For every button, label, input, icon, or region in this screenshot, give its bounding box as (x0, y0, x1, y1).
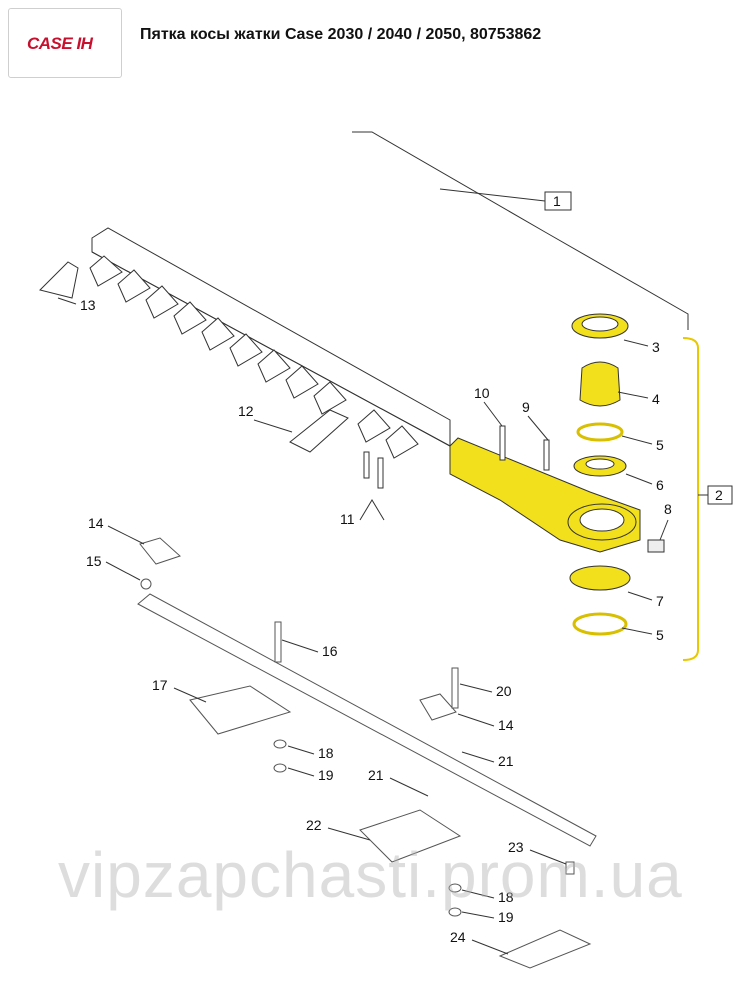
callout-label: 14 (88, 515, 104, 531)
bolts-11 (363, 451, 384, 489)
callout-box-1 (544, 191, 572, 211)
bearing-stack (569, 313, 631, 636)
knife-head-arm (449, 437, 641, 553)
callout-label: 18 (498, 889, 514, 905)
callout-label: 1 (553, 193, 561, 209)
callout-label: 15 (86, 553, 102, 569)
callout-label: 5 (656, 437, 664, 453)
callout-leaders (57, 297, 669, 955)
callout-label: 18 (318, 745, 334, 761)
callout-label: 19 (498, 909, 514, 925)
callout-label: 11 (340, 511, 355, 527)
brand-logo: CASE IH (8, 8, 122, 78)
callout-label: 9 (522, 399, 530, 415)
assembly-leader-line (352, 131, 689, 330)
callout-label: 10 (474, 385, 490, 401)
callout-label: 22 (306, 817, 322, 833)
callout-label: 4 (652, 391, 660, 407)
callout-label: 12 (238, 403, 254, 419)
callout-label: 2 (715, 487, 723, 503)
bolts-9-10 (499, 425, 550, 471)
callout-label: 6 (656, 477, 664, 493)
callout-label: 8 (664, 501, 672, 517)
knife-bar (39, 227, 451, 459)
page-title: Пятка косы жатки Case 2030 / 2040 / 2050… (140, 26, 542, 43)
callout-label: 19 (318, 767, 334, 783)
assembly-bracket (682, 337, 699, 661)
callout-leader (359, 499, 385, 521)
callout-label: 17 (152, 677, 168, 693)
callout-label: 14 (498, 717, 514, 733)
callout-label: 24 (450, 929, 466, 945)
callout-label: 13 (80, 297, 96, 313)
callout-label: 23 (508, 839, 524, 855)
brand-logo-text: CASE IH (27, 34, 93, 53)
callout-label: 21 (368, 767, 384, 783)
lower-knife-assembly (137, 537, 597, 969)
callout-label: 5 (656, 627, 664, 643)
watermark: vipzapchasti.prom.ua (58, 839, 683, 911)
callout-label: 7 (656, 593, 664, 609)
callout-label: 21 (498, 753, 514, 769)
callout-label: 16 (322, 643, 338, 659)
callout-label: 20 (496, 683, 512, 699)
grease-fitting-8 (647, 539, 665, 553)
callout-label: 3 (652, 339, 660, 355)
callout-box-leader (439, 188, 546, 202)
